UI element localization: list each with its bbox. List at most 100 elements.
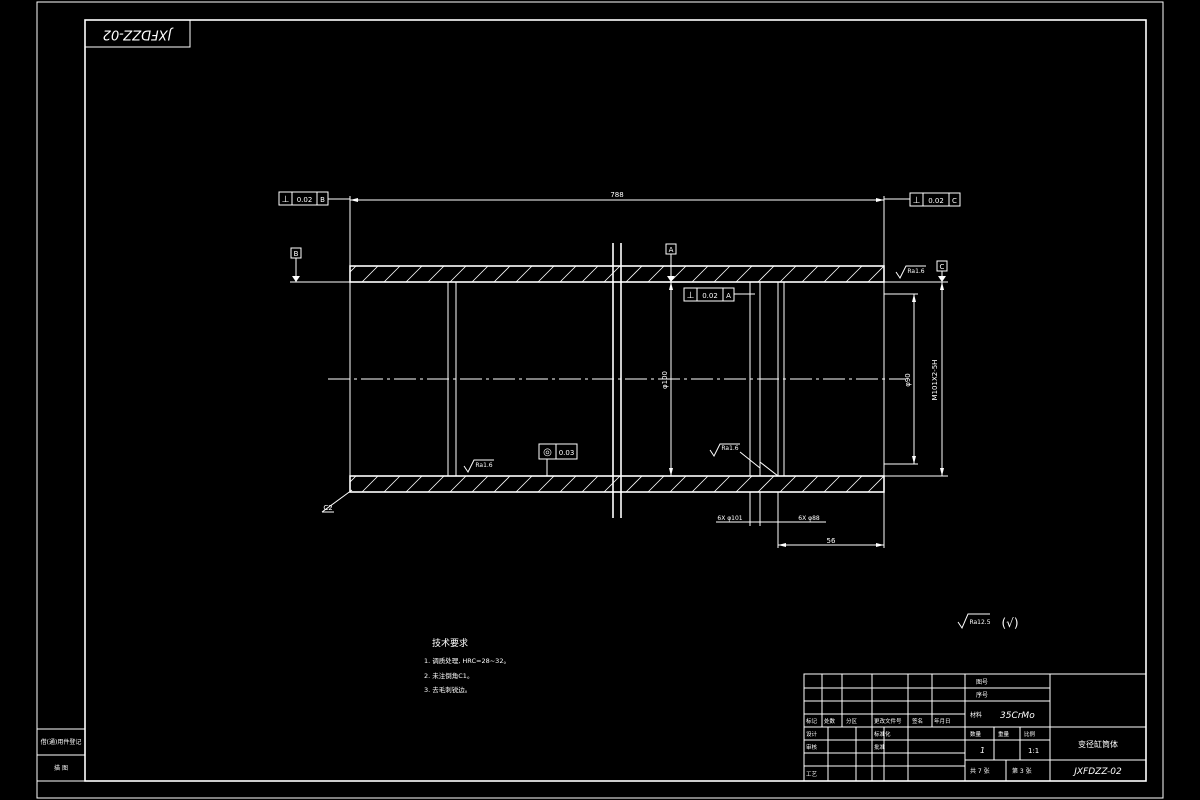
section-hatch-line (383, 476, 401, 492)
bore-diameter-text: φ100 (661, 371, 669, 389)
section-hatch-line (493, 476, 511, 492)
counterbore-depth-text: 56 (827, 537, 836, 545)
roughness-top-right-text: Ra1.6 (907, 268, 924, 275)
section-hatch-line (735, 476, 753, 492)
section-hatch-line (603, 476, 621, 492)
perp-right-value: 0.02 (928, 197, 944, 205)
section-hatch-line (735, 266, 753, 282)
tech-requirement-3: 3. 去毛刺锐边。 (424, 685, 471, 694)
section-hatch-line (427, 476, 445, 492)
section-hatch-line (449, 266, 467, 282)
section-hatch-line (537, 266, 555, 282)
section-hatch-line (691, 266, 709, 282)
section-hatch-line (581, 476, 599, 492)
datum-a-text: A (669, 246, 674, 254)
tech-requirement-2: 2. 未注倒角C1。 (424, 671, 473, 680)
perp-mid-symbol: ⊥ (687, 291, 695, 301)
section-hatch-line (845, 476, 863, 492)
tb-label-zone: 分区 (846, 717, 858, 725)
section-hatch-line (559, 476, 577, 492)
sheet-outer-border (36, 1, 1164, 799)
section-hatch-line (405, 476, 423, 492)
section-hatch-line (603, 266, 621, 282)
left-side-strip: 借(通)用件登记 描 图 (36, 728, 86, 782)
datum-c-text: C (940, 263, 945, 271)
section-hatch-line (867, 476, 884, 492)
section-hatch-line (361, 476, 379, 492)
section-hatch-line (625, 266, 643, 282)
section-hatch-line (559, 266, 577, 282)
section-hatch-line (647, 266, 665, 282)
break-line (612, 243, 622, 518)
tb-scale-value: 1:1 (1028, 747, 1039, 755)
section-hatch-line (691, 476, 709, 492)
counterbore-diameter-dimension: φ90 (884, 293, 918, 465)
tb-label-material: 材料 (970, 711, 982, 719)
thread-dimension: M101X2-5H (884, 281, 948, 477)
roughness-step-text: Ra1.6 (721, 445, 738, 452)
section-hatch-line (801, 266, 819, 282)
section-hatch-line (625, 476, 643, 492)
perp-left-symbol: ⊥ (282, 195, 290, 205)
section-hatch-line (493, 266, 511, 282)
tb-part-name: 变径缸筒体 (1078, 739, 1118, 749)
tb-label-process: 工艺 (806, 771, 818, 778)
chamfer-text: C2 (323, 504, 332, 512)
section-hatch-line (383, 266, 401, 282)
tech-requirements-title: 技术要求 (432, 637, 468, 649)
datum-b: B (290, 247, 350, 283)
tb-label-marker: 标记 (806, 717, 818, 725)
perpendicularity-frame-left: ⊥ 0.02 B (278, 191, 350, 206)
groove-b-text: 6X φ88 (798, 515, 820, 522)
overall-length-dimension: 788 (349, 191, 885, 266)
chamfer-leader: C2 (321, 489, 353, 513)
overall-length-text: 788 (610, 191, 623, 199)
section-hatch-line (823, 266, 841, 282)
groove-a-text: 6X φ101 (717, 515, 742, 522)
perp-left-datum: B (320, 196, 325, 204)
section-hatch-line (361, 266, 379, 282)
perp-mid-value: 0.02 (702, 292, 718, 300)
concentric-symbol: ◎ (543, 447, 552, 458)
tb-label-approve: 批准 (874, 743, 886, 751)
tb-material: 35CrMo (1000, 711, 1035, 721)
roughness-step: Ra1.6 (709, 443, 761, 469)
section-hatch-line (801, 476, 819, 492)
tb-sheet-no: 第 3 张 (1012, 767, 1032, 775)
section-hatch-line (515, 266, 533, 282)
section-hatch-line (647, 476, 665, 492)
section-hatch-line (471, 476, 489, 492)
section-hatch-line (537, 476, 555, 492)
datum-a: A (665, 243, 677, 282)
section-hatch-line (779, 476, 797, 492)
tb-label-change-doc: 更改文件号 (874, 717, 902, 725)
tech-requirement-1: 1. 调质处理, HRC=28~32。 (424, 656, 510, 665)
tb-label-ref: 图号 (976, 679, 988, 686)
section-hatch-line (890, 476, 906, 492)
bore-diameter-dimension: φ100 (661, 282, 673, 476)
section-hatch-line (405, 266, 423, 282)
concentric-value: 0.03 (559, 449, 575, 457)
section-hatch-line (515, 476, 533, 492)
section-hatch-line (350, 266, 357, 273)
perp-mid-datum: A (726, 292, 731, 300)
tb-label-weight: 重量 (998, 730, 1010, 738)
section-hatch-line (427, 266, 445, 282)
concentricity-frame: ◎ 0.03 (538, 443, 578, 476)
section-hatch-line (779, 266, 797, 282)
section-hatch-line (823, 476, 841, 492)
datum-c: C (936, 260, 948, 282)
cylinder-top-wall (349, 265, 885, 283)
counterbore-depth-dimension: 56 (778, 492, 885, 548)
tb-label-count: 处数 (824, 717, 836, 725)
section-hatch-line (581, 266, 599, 282)
technical-requirements: 技术要求 1. 调质处理, HRC=28~32。 2. 未注倒角C1。 3. 去… (424, 637, 510, 694)
roughness-general: Ra12.5 (√) (957, 613, 1019, 630)
drawing-code-box: JXFDZZ-02 (84, 19, 191, 48)
section-hatch-line (713, 476, 731, 492)
tb-drawing-number: JXFDZZ-02 (1072, 767, 1122, 777)
section-hatch-line (867, 266, 884, 282)
groove-dimensions: 6X φ101 6X φ88 (716, 492, 826, 548)
section-hatch-line (449, 476, 467, 492)
